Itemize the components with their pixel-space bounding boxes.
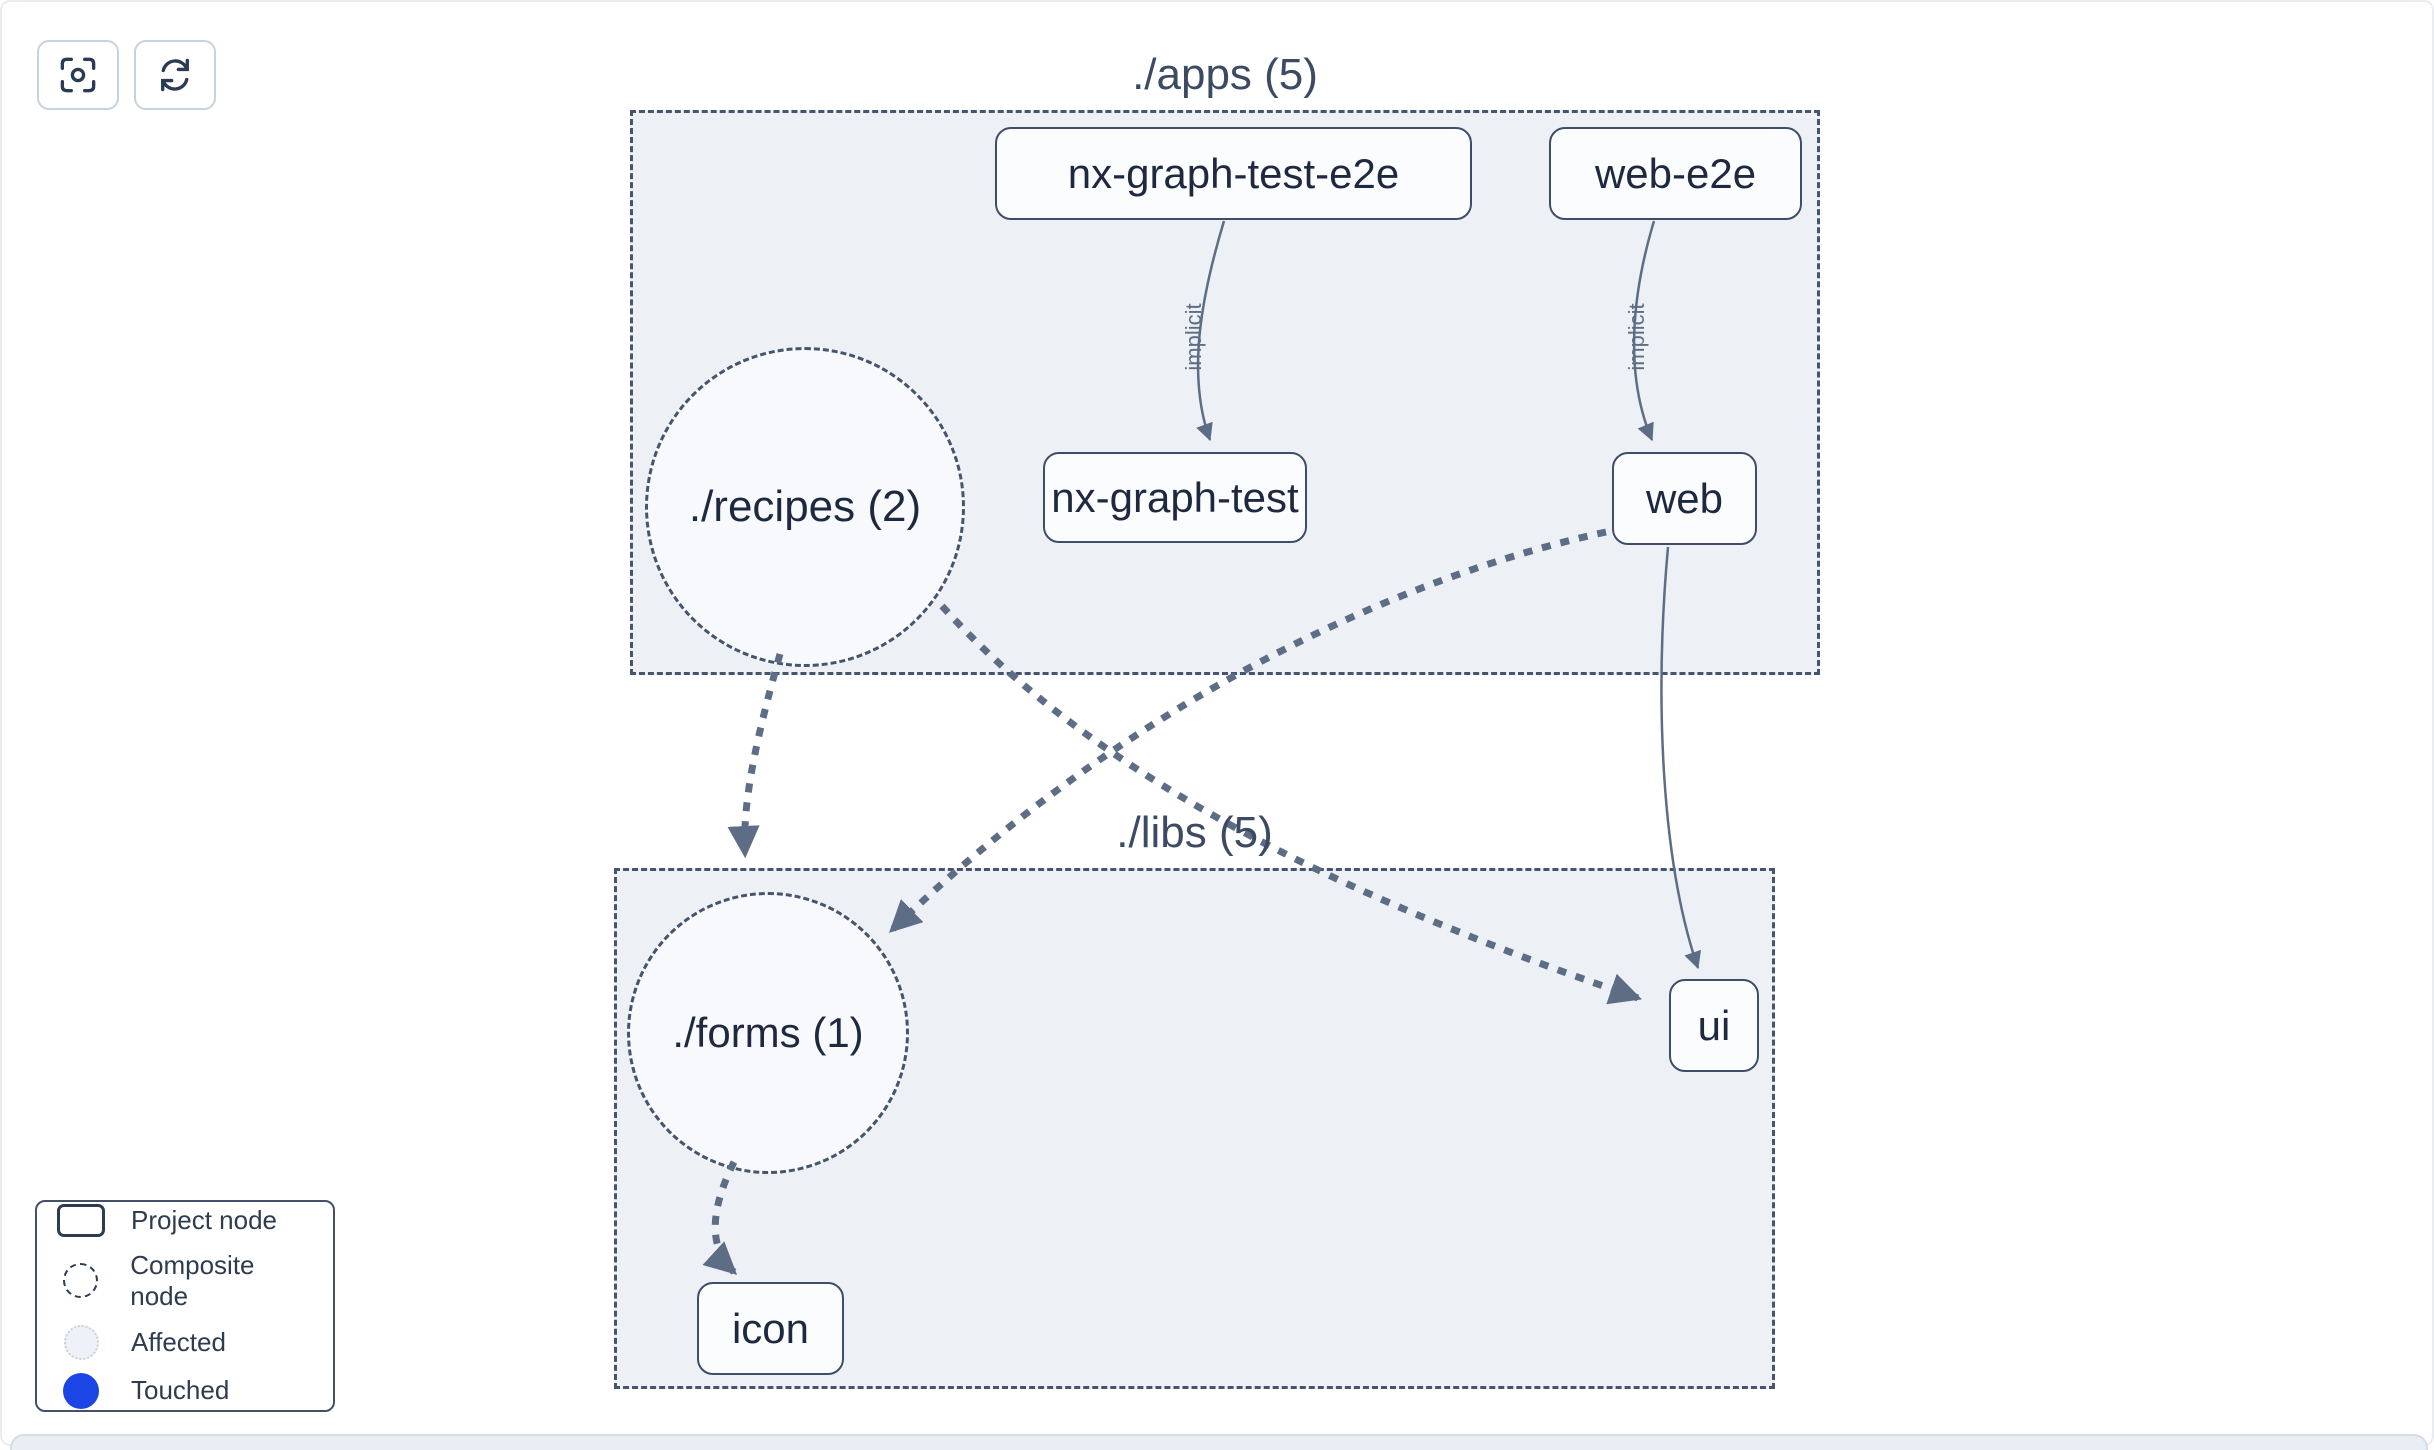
project-node-nx-graph-test-e2e-label: nx-graph-test-e2e [1067, 149, 1400, 197]
project-node-icon-label: icon [731, 1304, 810, 1352]
composite-node-forms-label: ./forms (1) [672, 1009, 864, 1056]
project-node-web[interactable]: web [1612, 452, 1757, 545]
composite-node-swatch [63, 1263, 99, 1298]
project-node-icon[interactable]: icon [697, 1282, 844, 1375]
project-node-web-label: web [1645, 474, 1724, 522]
affected-swatch [63, 1324, 99, 1360]
project-node-nx-graph-test-e2e[interactable]: nx-graph-test-e2e [995, 127, 1472, 220]
edge-nx-graph-test-e2e-to-nx-graph-test[interactable] [1196, 220, 1226, 442]
project-node-nx-graph-test[interactable]: nx-graph-test [1043, 452, 1307, 543]
project-node-nx-graph-test-label: nx-graph-test [1051, 473, 1299, 521]
project-node-swatch [57, 1203, 105, 1237]
refresh-icon [156, 56, 194, 94]
refresh-graph-button[interactable] [134, 40, 216, 110]
edge-recipes-to-forms[interactable] [727, 653, 784, 859]
edge-web-to-forms[interactable] [888, 528, 1607, 933]
legend-row-touched: Touched [53, 1372, 317, 1409]
project-node-web-e2e-label: web-e2e [1594, 149, 1757, 197]
edge-forms-to-icon[interactable] [702, 1160, 738, 1275]
edge-recipes-to-ui[interactable] [939, 603, 1642, 1005]
legend-row-project-node: Project node [53, 1203, 317, 1237]
touched-swatch [63, 1372, 99, 1409]
legend-label: Composite node [130, 1249, 255, 1311]
legend-label: Project node [131, 1204, 277, 1235]
legend: Project node Composite node Affected Tou… [35, 1200, 335, 1412]
focus-target-icon [59, 56, 97, 94]
composite-node-forms[interactable]: ./forms (1) [627, 892, 909, 1174]
legend-label: Touched [131, 1375, 230, 1405]
composite-node-recipes[interactable]: ./recipes (2) [645, 347, 965, 667]
legend-row-affected: Affected [53, 1324, 317, 1360]
bottom-panel-edge[interactable] [10, 1434, 2428, 1450]
project-node-web-e2e[interactable]: web-e2e [1549, 127, 1802, 220]
project-node-ui[interactable]: ui [1669, 979, 1759, 1072]
legend-label: Affected [131, 1326, 226, 1357]
legend-row-composite-node: Composite node [53, 1250, 317, 1312]
edge-web-to-ui[interactable] [1660, 546, 1701, 970]
composite-node-recipes-label: ./recipes (2) [688, 482, 922, 531]
focus-graph-button[interactable] [37, 40, 119, 110]
project-node-ui-label: ui [1697, 1001, 1731, 1049]
edge-web-e2e-to-web[interactable] [1632, 220, 1656, 442]
